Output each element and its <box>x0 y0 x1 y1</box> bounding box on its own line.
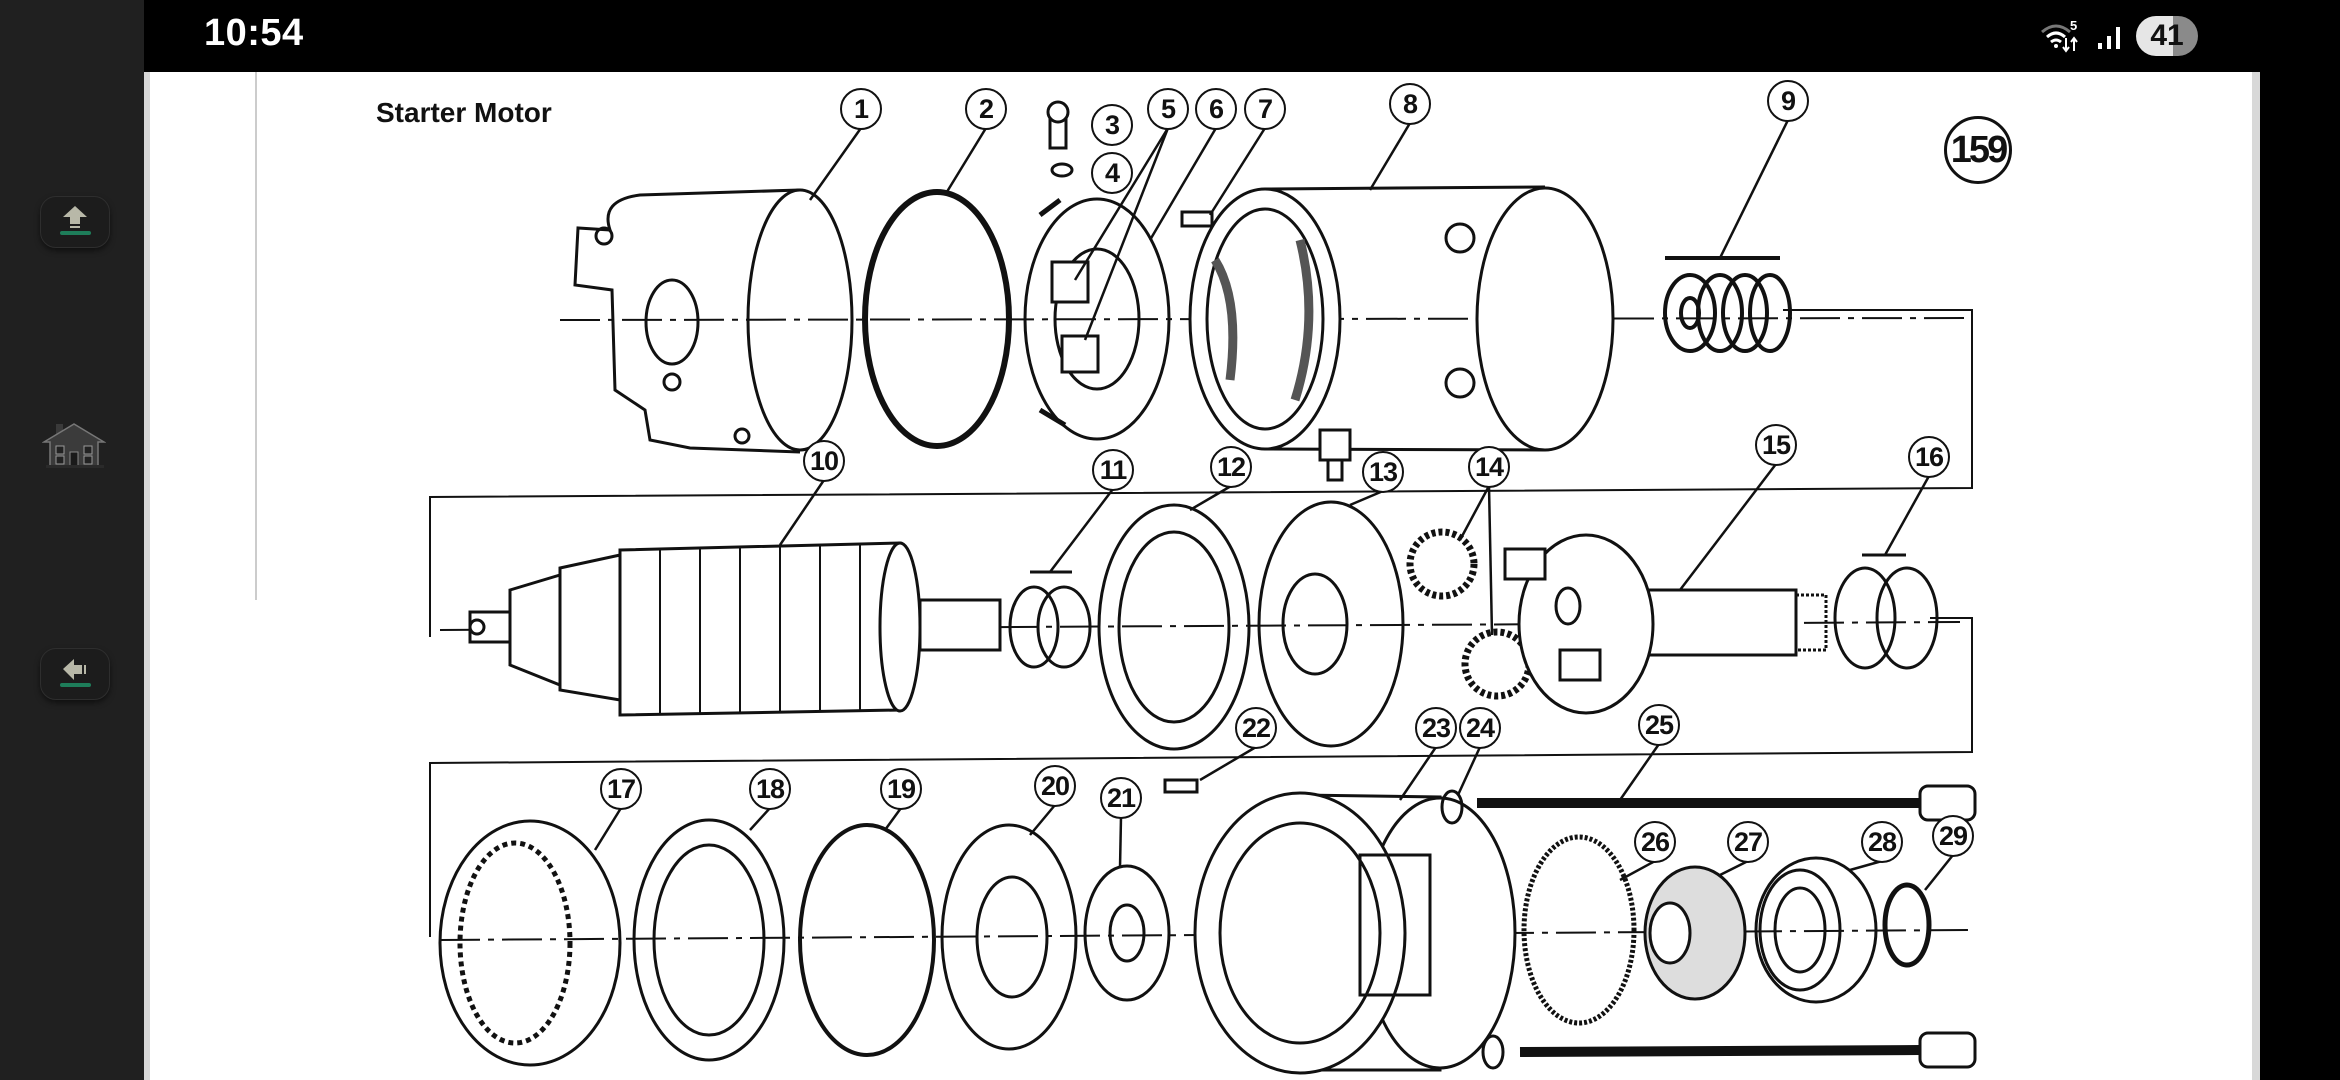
home-button[interactable] <box>41 420 107 470</box>
callout-23: 23 <box>1415 707 1457 749</box>
sidebar <box>0 0 144 1080</box>
back-button[interactable] <box>40 648 110 700</box>
part-disc <box>1257 500 1405 748</box>
callout-22: 22 <box>1235 707 1277 749</box>
callout-16: 16 <box>1908 436 1950 478</box>
leader-lines <box>593 119 1954 891</box>
status-bar: 10:54 5 41 <box>144 0 2340 72</box>
back-indicator <box>60 683 91 687</box>
part-retainer <box>632 818 786 1062</box>
callout-6: 6 <box>1195 88 1237 130</box>
clock: 10:54 <box>204 12 304 54</box>
callout-29: 29 <box>1932 815 1974 857</box>
part-seal <box>1521 834 1637 1026</box>
callout-11: 11 <box>1092 449 1134 491</box>
part-spacer-rings <box>1008 570 1092 669</box>
upload-arrow-icon <box>63 206 87 228</box>
part-bushing <box>1643 865 1747 1001</box>
part-washers <box>1663 256 1792 353</box>
part-bolt <box>1440 784 1977 825</box>
callout-5: 5 <box>1147 88 1189 130</box>
page-number: 159 <box>1944 116 2012 184</box>
callout-28: 28 <box>1861 821 1903 863</box>
part-ring-gear <box>438 819 622 1067</box>
callout-18: 18 <box>749 768 791 810</box>
callout-27: 27 <box>1727 821 1769 863</box>
part-thrust-rings <box>1833 553 1939 670</box>
part-planet-carrier <box>1503 533 1828 715</box>
wifi-icon: 5 <box>2041 18 2078 53</box>
callout-8: 8 <box>1389 83 1431 125</box>
part-o-ring <box>862 189 1012 449</box>
part-washer-plate <box>1083 864 1171 1002</box>
upload-indicator <box>60 231 91 235</box>
part-circlip <box>1882 882 1932 968</box>
part-end-cover <box>573 188 854 454</box>
wifi-label: 5 <box>2070 18 2077 33</box>
upload-button[interactable] <box>40 196 110 248</box>
page-edge <box>144 72 150 1080</box>
callout-25: 25 <box>1638 704 1680 746</box>
callout-7: 7 <box>1244 88 1286 130</box>
callout-19: 19 <box>880 768 922 810</box>
part-gear <box>1406 528 1478 600</box>
part-bearing <box>1754 856 1878 1004</box>
status-icons: 5 41 <box>2040 14 2198 58</box>
callout-21: 21 <box>1100 777 1142 819</box>
part-housing <box>1193 791 1517 1075</box>
callout-3: 3 <box>1091 104 1133 146</box>
callout-10: 10 <box>803 440 845 482</box>
part-yoke <box>1180 185 1615 482</box>
callout-1: 1 <box>840 88 882 130</box>
part-gasket <box>798 823 936 1057</box>
part-key <box>1163 778 1199 794</box>
part-clutch-plate <box>940 823 1078 1051</box>
house-icon <box>41 423 107 468</box>
diagram-title: Starter Motor <box>376 97 552 128</box>
callout-4: 4 <box>1091 152 1133 194</box>
part-plate <box>1097 503 1251 751</box>
callout-9: 9 <box>1767 80 1809 122</box>
back-arrow-icon <box>63 659 86 680</box>
page-edge <box>2252 72 2260 1080</box>
callout-14: 14 <box>1468 446 1510 488</box>
part-brush-plate <box>1023 197 1171 441</box>
part-armature <box>468 541 1002 717</box>
callout-15: 15 <box>1755 424 1797 466</box>
signal-icon <box>2098 27 2120 49</box>
callout-2: 2 <box>965 88 1007 130</box>
callout-24: 24 <box>1459 707 1501 749</box>
callout-12: 12 <box>1210 446 1252 488</box>
callout-17: 17 <box>600 768 642 810</box>
callout-26: 26 <box>1634 821 1676 863</box>
callout-13: 13 <box>1362 451 1404 493</box>
battery-indicator: 41 <box>2136 16 2198 56</box>
part-bolt <box>1481 1031 1977 1070</box>
callout-20: 20 <box>1034 765 1076 807</box>
part-screw <box>1046 100 1074 178</box>
